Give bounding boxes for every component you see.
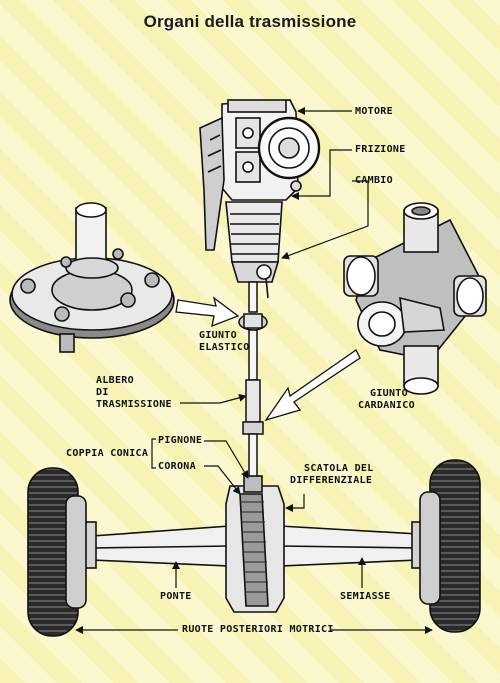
- label-coppia-conica: COPPIA CONICA: [66, 448, 149, 459]
- label-pignone: PIGNONE: [158, 435, 203, 446]
- label-semiasse: SEMIASSE: [340, 591, 391, 602]
- engine-assembly: [199, 99, 321, 299]
- diagram-title: Organi della trasmissione: [143, 12, 357, 31]
- label-giunto-cardanico-2: CARDANICO: [358, 400, 415, 411]
- label-albero-1: ALBERO: [96, 375, 134, 386]
- label-giunto-elastico-1: GIUNTO: [199, 330, 237, 341]
- propeller-shaft: [238, 281, 268, 485]
- right-wheel: [419, 459, 481, 633]
- label-ruote: RUOTE POSTERIORI MOTRICI: [182, 624, 334, 635]
- label-scatola-2: DIFFERENZIALE: [290, 475, 373, 486]
- cardan-joint-detail: [343, 202, 487, 395]
- elastic-joint-detail: [9, 202, 175, 353]
- label-albero-3: TRASMISSIONE: [96, 399, 172, 410]
- label-giunto-elastico-2: ELASTICO: [199, 342, 250, 353]
- label-corona: CORONA: [158, 461, 196, 472]
- label-ponte: PONTE: [160, 591, 192, 602]
- label-cambio: CAMBIO: [355, 175, 393, 186]
- label-motore: MOTORE: [355, 106, 393, 117]
- left-wheel: [27, 467, 87, 637]
- label-giunto-cardanico-1: GIUNTO: [370, 388, 408, 399]
- label-scatola-1: SCATOLA DEL: [304, 463, 374, 474]
- label-albero-2: DI: [96, 387, 109, 398]
- leader-lines: [75, 107, 433, 634]
- pointer-arrows: [175, 296, 361, 422]
- label-frizione: FRIZIONE: [355, 144, 406, 155]
